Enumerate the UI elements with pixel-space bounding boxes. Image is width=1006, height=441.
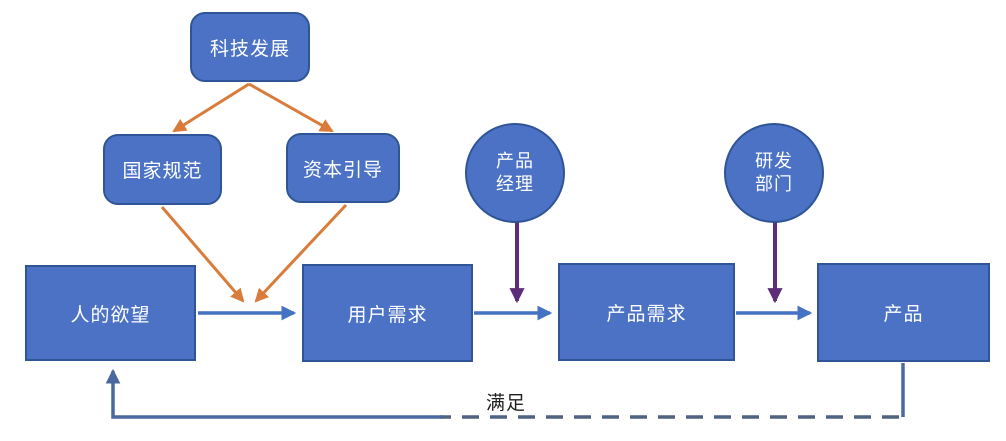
node-label: 用户需求	[347, 304, 428, 326]
node-capital-guidance: 资本引导	[286, 133, 400, 203]
node-label: 科技发展	[209, 38, 290, 60]
node-human-desire: 人的欲望	[25, 265, 196, 361]
node-national-standard: 国家规范	[103, 134, 222, 205]
node-rd-department: 研发 部门	[724, 123, 824, 223]
feedback-label: 满足	[486, 393, 527, 414]
node-label: 资本引导	[302, 159, 383, 181]
edge-product-feedback-return	[105, 368, 443, 419]
node-tech-development: 科技发展	[190, 12, 310, 82]
node-label: 研发 部门	[755, 150, 793, 194]
edge-tech-to-national	[172, 82, 250, 133]
node-label: 产品 经理	[496, 150, 534, 194]
edge-tech-to-capital	[248, 82, 334, 133]
node-user-demand: 用户需求	[302, 264, 473, 362]
edge-national-to-flow	[160, 206, 245, 303]
edge-capital-to-flow	[254, 203, 348, 303]
node-label: 产品需求	[606, 303, 687, 325]
node-product-demand: 产品需求	[558, 263, 735, 361]
node-product: 产品	[817, 263, 990, 362]
node-product-manager: 产品 经理	[465, 123, 565, 223]
node-label: 人的欲望	[70, 304, 151, 326]
node-label: 产品	[883, 304, 924, 325]
node-label: 国家规范	[122, 161, 203, 182]
